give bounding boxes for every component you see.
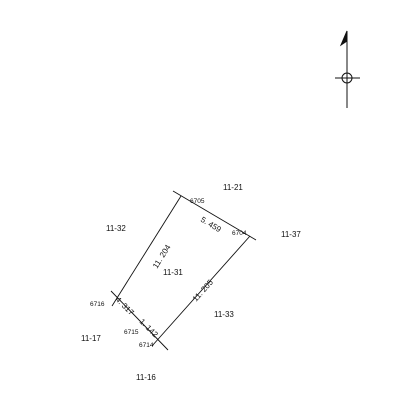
point-label-6714: 6714 (139, 342, 154, 349)
east-boundary-line (151, 235, 251, 347)
dimension-bottom-lower: 1. 142 (138, 317, 160, 339)
dimension-bottom-upper: 4. 317 (114, 295, 136, 317)
point-label-6716: 6716 (90, 301, 105, 308)
top-boundary-line (172, 190, 257, 241)
parcel-label-subject: 11-31 (163, 268, 183, 277)
parcel-label-south-east: 11-33 (214, 310, 234, 319)
parcel-boundaries (110, 190, 257, 351)
point-label-6715: 6715 (124, 329, 139, 336)
parcel-label-west: 11-32 (106, 224, 126, 233)
parcel-label-north: 11-21 (223, 183, 243, 192)
dimension-east-side: 11. 205 (191, 278, 216, 304)
dimension-top-side: 5. 459 (199, 215, 223, 234)
dimension-west-side: 11. 204 (151, 243, 173, 270)
bottom-boundary-line (110, 290, 169, 351)
point-label-6704: 6704 (232, 230, 247, 237)
north-arrow-icon (335, 30, 360, 108)
point-label-6705: 6705 (190, 198, 205, 205)
parcel-label-south: 11-16 (136, 373, 156, 382)
parcel-label-south-west: 11-17 (81, 334, 101, 343)
west-boundary-line (111, 195, 182, 307)
parcel-label-east: 11-37 (281, 230, 301, 239)
